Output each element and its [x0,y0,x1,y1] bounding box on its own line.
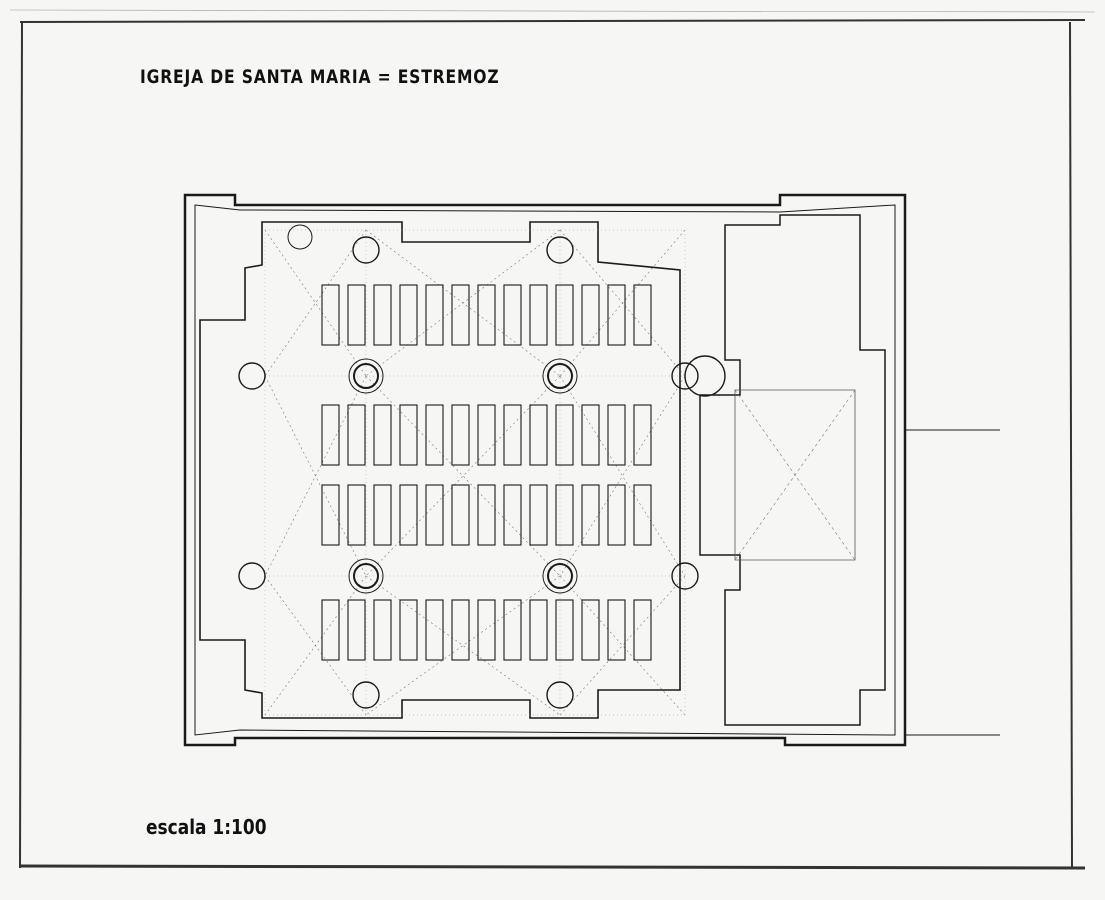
vault-rib [365,229,561,377]
engaged-column [546,236,574,264]
vault-rib [264,375,367,577]
pew [347,284,366,346]
pew [373,484,392,546]
column [547,563,573,589]
pew [633,599,652,661]
pew [347,404,366,466]
engaged-column [671,362,699,390]
pew [477,484,496,546]
vault-rib [365,375,561,577]
pew [425,599,444,661]
pew [555,404,574,466]
sacristy-annex [699,214,886,726]
outer-wall [183,193,907,747]
pew [555,599,574,661]
pew [555,484,574,546]
pew [529,404,548,466]
column [547,363,573,389]
column-base [348,558,384,594]
pew [347,484,366,546]
pew [451,484,470,546]
pew [581,484,600,546]
vault-rib [559,375,686,577]
pew [607,484,626,546]
vault-rib [264,375,367,577]
pew [321,404,340,466]
pew [503,284,522,346]
pew [399,404,418,466]
pew [451,599,470,661]
pew [529,599,548,661]
drawing-title: IGREJA DE SANTA MARIA = ESTREMOZ [140,66,500,88]
pew [607,404,626,466]
engaged-column [352,681,380,709]
pew [425,404,444,466]
pew [399,484,418,546]
vault-rib [559,575,686,716]
chancel-vault-line [734,389,856,561]
pew [347,599,366,661]
engaged-column [238,562,266,590]
pew [581,599,600,661]
pew [399,599,418,661]
engaged-column [352,236,380,264]
pew [373,284,392,346]
nave-outline [199,221,681,719]
engaged-column [671,562,699,590]
font-well [287,224,313,250]
vault-rib [559,229,686,377]
engaged-column [546,681,574,709]
pew [607,284,626,346]
pew [581,404,600,466]
chancel [734,389,856,561]
pew [399,284,418,346]
pew [425,484,444,546]
pew [503,599,522,661]
column [353,363,379,389]
column-base [542,558,578,594]
pew [633,484,652,546]
vault-rib [559,575,686,716]
pew [477,284,496,346]
pew [607,599,626,661]
pew [321,484,340,546]
pew [633,284,652,346]
pew [555,284,574,346]
site-line [905,429,1000,736]
inner-wall-line [194,204,896,736]
pew [321,599,340,661]
pew [503,404,522,466]
pew [477,404,496,466]
engaged-column [238,362,266,390]
pew [633,404,652,466]
vault-rib [264,575,367,716]
pew [451,284,470,346]
scale-label: escala 1:100 [146,815,267,839]
pew [529,484,548,546]
sheet-border [9,9,1096,870]
pew [477,599,496,661]
pew [321,284,340,346]
vault-rib [559,375,686,577]
pew [503,484,522,546]
pew [425,284,444,346]
column [353,563,379,589]
pew [373,599,392,661]
vault-rib [365,375,561,577]
column-base [348,358,384,394]
spiral-stair [684,355,726,397]
column-base [542,358,578,394]
pew [451,404,470,466]
church-floor-plan [183,193,1000,747]
pew [373,404,392,466]
pew [581,284,600,346]
pew [529,284,548,346]
